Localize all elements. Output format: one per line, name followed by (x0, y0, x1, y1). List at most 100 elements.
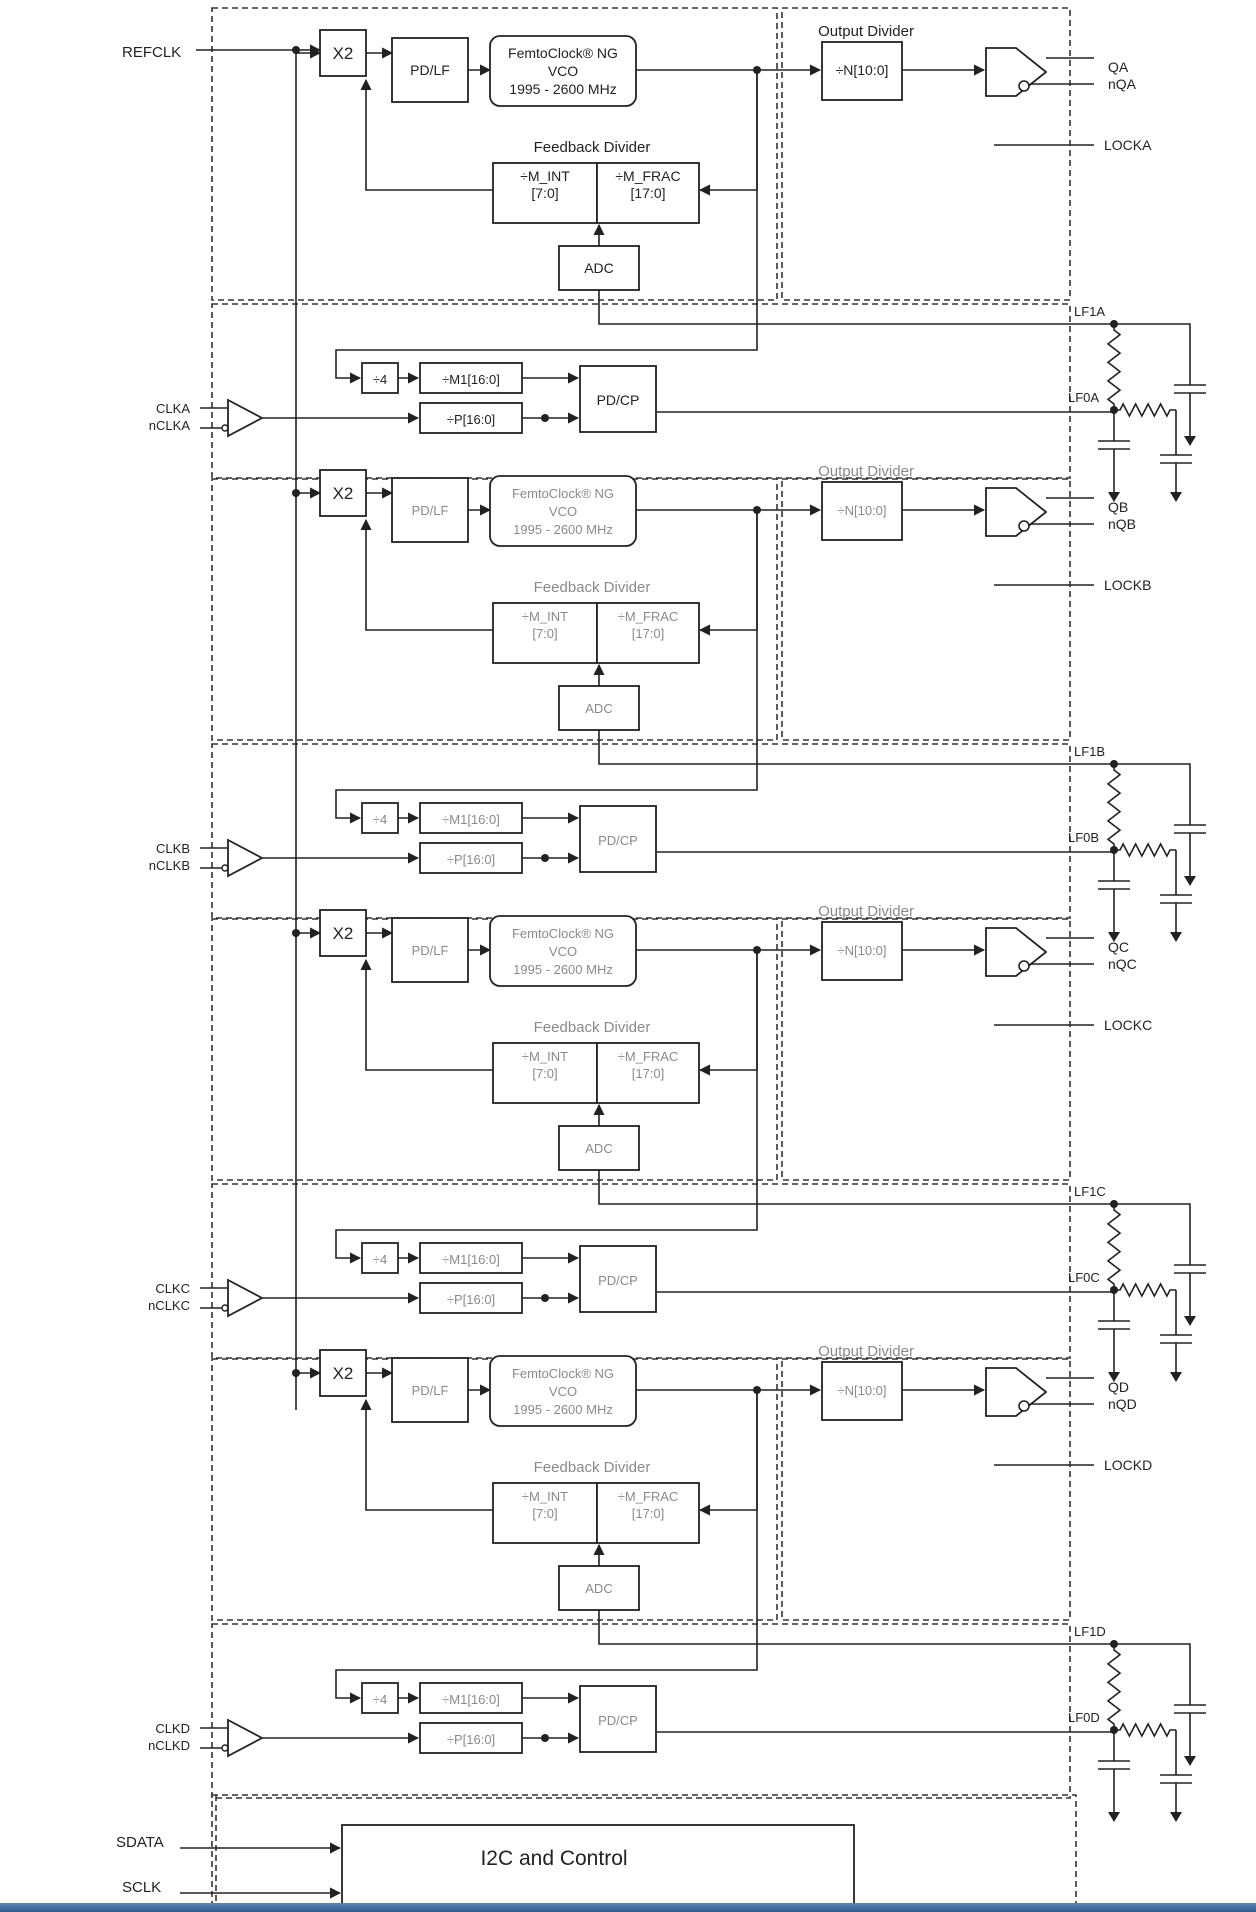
x2-label: X2 (333, 1364, 354, 1383)
lf1-pin-label: LF1B (1074, 744, 1105, 759)
clk-input-buffer (227, 1278, 264, 1318)
pd-cp-label: PD/CP (598, 1273, 638, 1288)
i2c-control-label: I2C and Control (480, 1847, 627, 1870)
resistor (1106, 324, 1122, 410)
div4-block (361, 1682, 399, 1714)
m-frac-label: [17:0] (630, 185, 665, 201)
pll-section-border (211, 7, 778, 301)
pd-cp-block (579, 1685, 657, 1753)
resistor (1106, 1204, 1122, 1290)
vco-label: VCO (549, 504, 577, 519)
x2-label: X2 (333, 44, 354, 63)
feedback-divider-label: Feedback Divider (534, 139, 651, 156)
ground-symbol (1108, 492, 1120, 502)
m-int-label: ÷M_INT (522, 1049, 568, 1064)
n-divider-label: ÷N[10:0] (837, 943, 886, 958)
resistor (1106, 764, 1122, 850)
p-divider (419, 402, 523, 434)
m-frac-label: ÷M_FRAC (615, 168, 680, 184)
output-buffer (985, 487, 1048, 537)
clk-input-buffer (227, 1718, 264, 1758)
m-frac-label: ÷M_FRAC (618, 609, 679, 624)
adc-block (558, 245, 640, 291)
output-divider-section-border (781, 7, 1071, 301)
x2-label: X2 (333, 924, 354, 943)
m-int-divider (492, 162, 598, 224)
vco-label: FemtoClock® NG (508, 45, 618, 61)
pd-lf-label: PD/LF (410, 62, 450, 78)
x2-multiplier (319, 469, 367, 517)
lf1-pin-label: LF1A (1074, 304, 1105, 319)
ground-symbol (1184, 1756, 1196, 1766)
resistor (1114, 402, 1176, 418)
lf1-trace (598, 730, 1191, 794)
vco-label: 1995 - 2600 MHz (509, 81, 616, 97)
lf0-pin-label: LF0B (1068, 830, 1099, 845)
lf1-trace (598, 290, 1191, 354)
lf1-pin-label: LF1D (1074, 1624, 1106, 1639)
lf0-pin-label: LF0C (1068, 1270, 1100, 1285)
n-divider-label: ÷N[10:0] (836, 62, 889, 78)
ground-symbol (1170, 1812, 1182, 1822)
ground-symbol (1170, 492, 1182, 502)
pd-cp-label: PD/CP (598, 833, 638, 848)
input-section-border (211, 303, 1071, 479)
feedback-divider-label: Feedback Divider (534, 579, 651, 596)
q-output-label: QB (1108, 499, 1128, 515)
sclk-label: SCLK (122, 1879, 161, 1896)
nq-output-label: nQC (1108, 956, 1137, 972)
ground-symbol (1108, 932, 1120, 942)
ground-symbol (1108, 1812, 1120, 1822)
lf0-pin-label: LF0D (1068, 1710, 1100, 1725)
pd-cp-label: PD/CP (598, 1713, 638, 1728)
div4-label: ÷4 (373, 1692, 387, 1707)
adc-label: ADC (585, 1141, 612, 1156)
refclk-label: REFCLK (122, 44, 181, 61)
lf1-pin-label: LF1C (1074, 1184, 1106, 1199)
lock-label: LOCKC (1104, 1017, 1152, 1033)
lock-label: LOCKB (1104, 577, 1151, 593)
q-output-label: QA (1108, 59, 1129, 75)
m-int-divider (492, 1482, 598, 1544)
clk-input-label: CLKD (155, 1721, 190, 1736)
ground-symbol (1170, 1372, 1182, 1382)
input-section-border (211, 743, 1071, 919)
div4-block (361, 1242, 399, 1274)
output-buffer (985, 47, 1048, 97)
input-section-border (211, 1183, 1071, 1359)
m1-divider-label: ÷M1[16:0] (442, 1692, 500, 1707)
adc-label: ADC (585, 701, 612, 716)
x2-label: X2 (333, 484, 354, 503)
output-divider-label: Output Divider (818, 903, 914, 920)
output-divider-section-border (781, 918, 1071, 1181)
pd-lf-block (391, 917, 469, 983)
vco-label: 1995 - 2600 MHz (513, 1402, 613, 1417)
m-frac-divider (596, 1482, 700, 1544)
inverted-output-bubble (1018, 960, 1030, 972)
x2-multiplier (319, 909, 367, 957)
m-frac-divider (596, 162, 700, 224)
input-section-border (211, 1623, 1071, 1799)
ground-symbol (1108, 1372, 1120, 1382)
m1-divider-label: ÷M1[16:0] (442, 372, 500, 387)
resistor (1114, 1722, 1176, 1738)
n-divider-label: ÷N[10:0] (837, 503, 886, 518)
inverted-output-bubble (1018, 1400, 1030, 1412)
pd-lf-block (391, 1357, 469, 1423)
m-frac-divider (596, 602, 700, 664)
pd-cp-block (579, 365, 657, 433)
m1-divider (419, 362, 523, 394)
pd-cp-block (579, 1245, 657, 1313)
ground-symbol (1184, 1316, 1196, 1326)
m-int-label: ÷M_INT (520, 168, 570, 184)
vco-label: VCO (549, 944, 577, 959)
m-int-label: [7:0] (532, 626, 557, 641)
vco-label: VCO (549, 1384, 577, 1399)
div4-label: ÷4 (373, 372, 387, 387)
adc-label: ADC (584, 260, 614, 276)
n-divider-block (821, 921, 903, 981)
m1-divider (419, 802, 523, 834)
vco-label: FemtoClock® NG (512, 1366, 614, 1381)
clk-input-buffer (227, 398, 264, 438)
lock-label: LOCKA (1104, 137, 1152, 153)
